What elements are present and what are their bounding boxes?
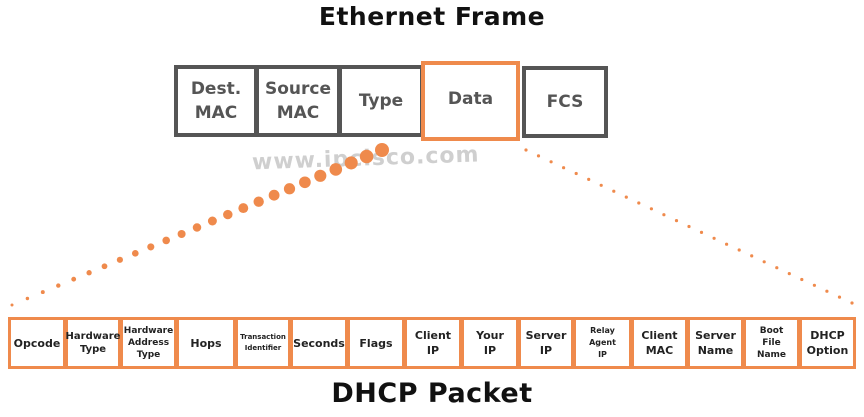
dhcp-field-client-mac: Client MAC <box>631 317 688 369</box>
ethernet-frame-title: Ethernet Frame <box>318 2 546 31</box>
eth-field-source-mac: Source MAC <box>255 65 341 137</box>
expansion-dot-right <box>800 277 804 282</box>
expansion-dot-right <box>725 242 729 246</box>
expansion-dot-right <box>850 301 854 305</box>
expansion-dot-left <box>25 296 30 301</box>
expansion-dot-left <box>192 223 202 232</box>
dhcp-field-transaction-identifier: Transaction Identifier <box>235 317 291 369</box>
expansion-dot-left <box>40 290 45 295</box>
expansion-dot-right <box>662 213 666 217</box>
expansion-dot-right <box>549 160 553 164</box>
expansion-dot-left <box>10 303 14 307</box>
expansion-dot-right <box>536 154 541 158</box>
expansion-dot-right <box>599 183 603 187</box>
expansion-dot-right <box>762 260 766 264</box>
expansion-dot-right <box>524 148 528 152</box>
dhcp-field-hardware-type: Hardware Type <box>65 317 121 369</box>
expansion-dot-right <box>837 295 842 299</box>
expansion-dot-right <box>787 272 791 276</box>
expansion-dot-left <box>101 263 108 270</box>
expansion-dot-left <box>71 276 77 282</box>
dhcp-field-dhcp-option: DHCP Option <box>799 317 856 369</box>
expansion-dot-left <box>268 189 280 201</box>
expansion-dot-right <box>687 224 691 229</box>
dhcp-field-boot-file-name: Boot File Name <box>743 317 800 369</box>
expansion-dot-right <box>674 219 679 223</box>
expansion-dot-left <box>177 229 186 239</box>
dhcp-field-flags: Flags <box>347 317 405 369</box>
expansion-dot-left <box>116 256 123 263</box>
expansion-dot-right <box>712 236 716 240</box>
expansion-dot-right <box>812 283 817 287</box>
expansion-dot-right <box>775 266 779 270</box>
dhcp-field-server-ip: Server IP <box>518 317 574 369</box>
expansion-dot-left <box>147 243 155 251</box>
expansion-dot-right <box>649 207 654 211</box>
dhcp-field-your-ip: Your IP <box>461 317 519 369</box>
expansion-dot-right <box>574 171 578 176</box>
expansion-dot-left <box>253 196 264 207</box>
expansion-dot-right <box>699 230 704 234</box>
expansion-dot-left <box>329 163 343 176</box>
eth-field-dest-mac: Dest. MAC <box>174 65 258 137</box>
expansion-dot-left <box>238 203 249 214</box>
dhcp-packet-title: DHCP Packet <box>331 378 533 409</box>
expansion-dot-left <box>223 209 233 220</box>
expansion-dot-left <box>56 283 61 288</box>
dhcp-field-seconds: Seconds <box>290 317 348 369</box>
expansion-dot-left <box>162 236 170 245</box>
expansion-dot-left <box>207 216 217 226</box>
dhcp-field-server-name: Server Name <box>687 317 744 369</box>
eth-field-data: Data <box>421 61 520 141</box>
expansion-dot-left <box>359 149 374 164</box>
expansion-dot-right <box>624 195 628 199</box>
expansion-dot-left <box>344 156 358 170</box>
expansion-dot-left <box>314 169 327 182</box>
eth-field-fcs: FCS <box>522 66 608 138</box>
dhcp-field-client-ip: Client IP <box>404 317 462 369</box>
expansion-dot-right <box>562 166 566 170</box>
expansion-dot-right <box>737 248 741 252</box>
expansion-dot-left <box>375 143 389 157</box>
dhcp-field-opcode: Opcode <box>8 317 66 369</box>
expansion-dot-left <box>283 183 296 195</box>
expansion-dot-right <box>750 254 754 258</box>
expansion-dot-right <box>637 201 641 205</box>
expansion-dot-left <box>299 176 311 189</box>
dhcp-field-hops: Hops <box>176 317 236 369</box>
expansion-dot-right <box>587 177 591 181</box>
dhcp-field-relay-agent-ip: Relay Agent IP <box>573 317 632 369</box>
expansion-dot-left <box>86 270 92 276</box>
dhcp-field-hardware-address-type: Hardware Address Type <box>120 317 177 369</box>
expansion-dot-right <box>612 189 616 193</box>
expansion-dot-right <box>825 289 829 293</box>
expansion-dot-left <box>131 249 139 257</box>
